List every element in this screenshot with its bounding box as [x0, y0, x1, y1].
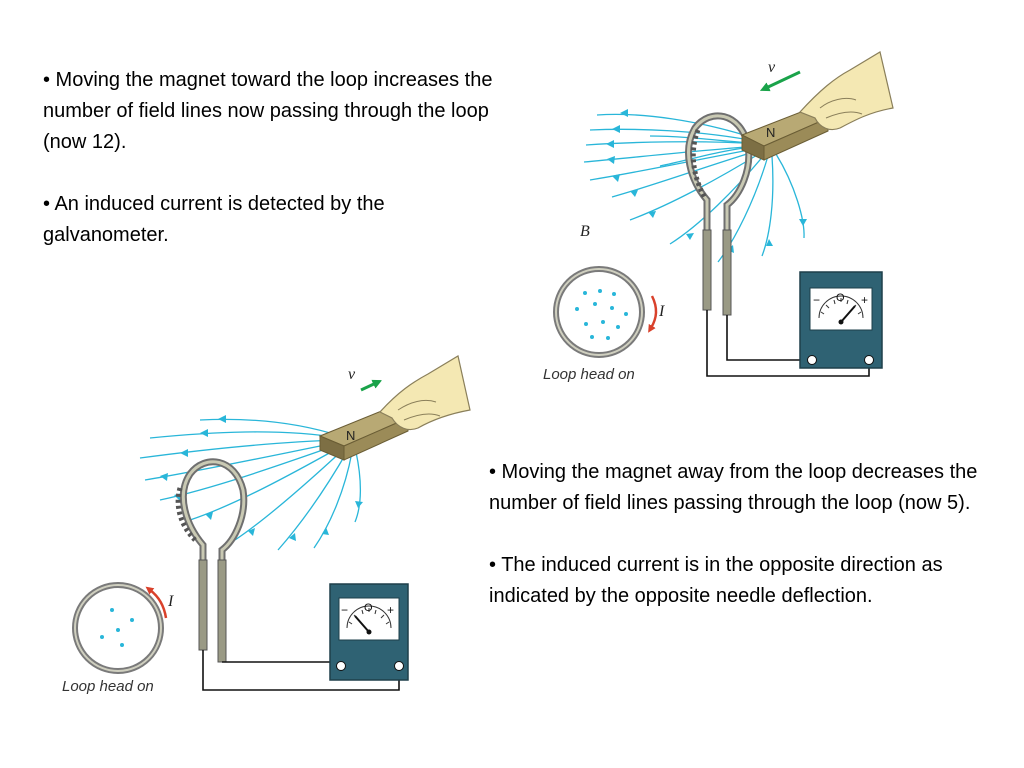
diagram-top: N v B I Loop head on	[543, 51, 894, 383]
loop-caption-bottom: Loop head on	[62, 678, 154, 695]
hand-icon-top	[798, 51, 894, 131]
field-dots-top	[575, 289, 628, 340]
current-label-bottom: I	[167, 593, 174, 610]
galvanometer-top: − O +	[799, 271, 883, 369]
needle-bottom	[354, 615, 370, 633]
text-block-bottom-right: • Moving the magnet away from the loop d…	[489, 457, 1009, 643]
bullet-away-from-loop: • Moving the magnet away from the loop d…	[489, 461, 978, 514]
magnet-pole-label-top: N	[766, 125, 775, 140]
loop-head-on-bottom: I Loop head on	[62, 582, 174, 695]
text-block-top-left: • Moving the magnet toward the loop incr…	[43, 65, 498, 282]
meter-minus-top: −	[813, 293, 820, 307]
loop-head-on-top: I Loop head on	[543, 266, 665, 383]
meter-minus-bottom: −	[341, 603, 348, 617]
meter-plus-top: +	[861, 293, 868, 307]
wire-lead-right-top	[726, 315, 812, 361]
velocity-arrow-top: v	[759, 59, 801, 92]
current-label-top: I	[658, 303, 665, 320]
loop-caption-top: Loop head on	[543, 366, 635, 383]
needle-top	[840, 305, 856, 323]
bullet-induced-current: • An induced current is detected by the …	[43, 193, 385, 246]
field-dots-bottom	[100, 608, 134, 647]
bullet-opposite-direction: • The induced current is in the opposite…	[489, 554, 943, 607]
wire-loop-top	[685, 112, 753, 316]
diagram-bottom: N v I Loop head on	[62, 355, 471, 695]
velocity-label-top: v	[768, 59, 776, 76]
field-label-b: B	[580, 223, 590, 240]
bullet-toward-loop: • Moving the magnet toward the loop incr…	[43, 69, 493, 153]
meter-zero-top: O	[836, 292, 845, 304]
galvanometer-bottom: − O +	[329, 583, 409, 681]
magnet-pole-label-bottom: N	[346, 428, 355, 443]
velocity-arrow-bottom: v	[348, 366, 383, 392]
hand-icon-bottom	[379, 355, 471, 431]
meter-zero-bottom: O	[364, 602, 373, 614]
field-arrowheads-bottom	[160, 415, 363, 541]
wire-lead-left-bottom	[202, 650, 400, 691]
velocity-label-bottom: v	[348, 366, 356, 383]
wire-lead-left-top	[706, 310, 870, 377]
meter-plus-bottom: +	[387, 603, 394, 617]
wire-loop-bottom	[175, 458, 248, 663]
